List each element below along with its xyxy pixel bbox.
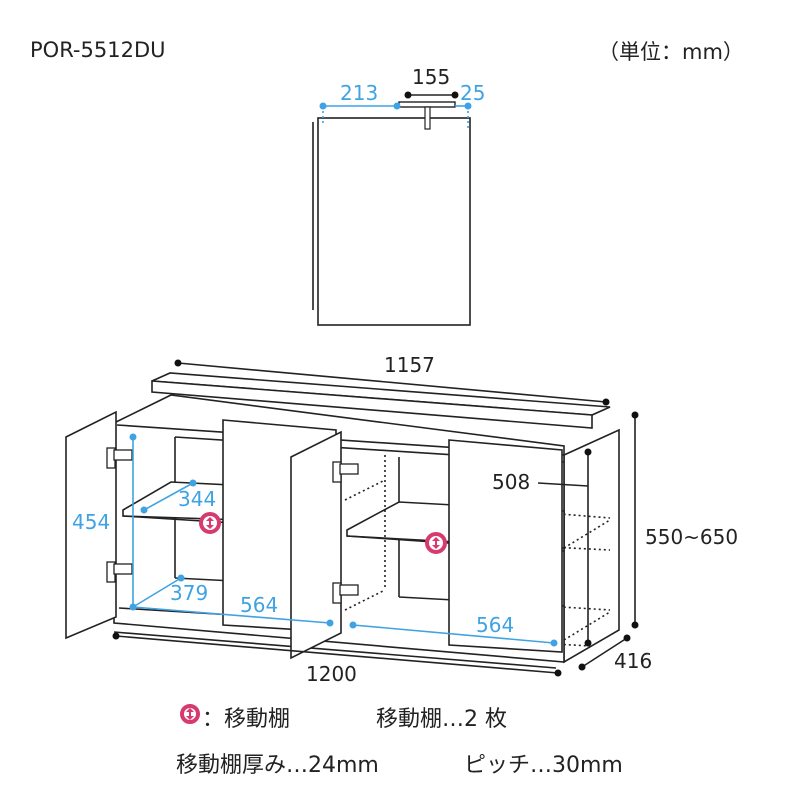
- dim-right-inner-width: 564: [476, 613, 514, 637]
- legend-shelf-thickness: 移動棚厚み…24mm: [176, 753, 379, 778]
- dim-left-inner-width: 564: [240, 593, 278, 617]
- dimensions: 1157 550~650 1200 416 508: [112, 353, 738, 686]
- model-number: POR-5512DU: [30, 38, 166, 62]
- dim-inner-height: 508: [492, 470, 530, 494]
- dim-left-inner-height: 454: [72, 510, 110, 534]
- inner-dimensions: 454 344 379 564 564: [72, 433, 558, 647]
- dim-width: 1200: [306, 662, 357, 686]
- dim-shelf-depth: 344: [178, 487, 216, 511]
- right-door[interactable]: [448, 439, 563, 653]
- dim-bottom-depth: 379: [170, 581, 208, 605]
- legend-shelf-count: 移動棚…2 枚: [376, 707, 507, 732]
- up-down-arrow-circle-icon: [425, 532, 447, 554]
- legend-movable-shelf: ：移動棚: [202, 707, 291, 732]
- dim-height: 550~650: [645, 525, 738, 549]
- left-door[interactable]: [65, 410, 117, 640]
- wall-bracket: [398, 101, 456, 108]
- cabinet-perspective: [65, 372, 620, 669]
- dim-top-width: 1157: [384, 353, 435, 377]
- unit-label: （単位：mm）: [598, 40, 744, 64]
- dim-back-gap: 213: [340, 81, 378, 105]
- dim-side-gap: 25: [460, 81, 485, 105]
- top-view: 155 213 25: [312, 65, 485, 326]
- legend-shelf-icon: [180, 704, 200, 724]
- dim-depth: 416: [614, 649, 652, 673]
- dim-bracket: 155: [412, 65, 450, 89]
- legend-pitch: ピッチ…30mm: [464, 753, 623, 778]
- hinge-icon: [106, 447, 359, 604]
- up-down-arrow-circle-icon: [199, 512, 221, 534]
- center-right-door[interactable]: [290, 430, 342, 660]
